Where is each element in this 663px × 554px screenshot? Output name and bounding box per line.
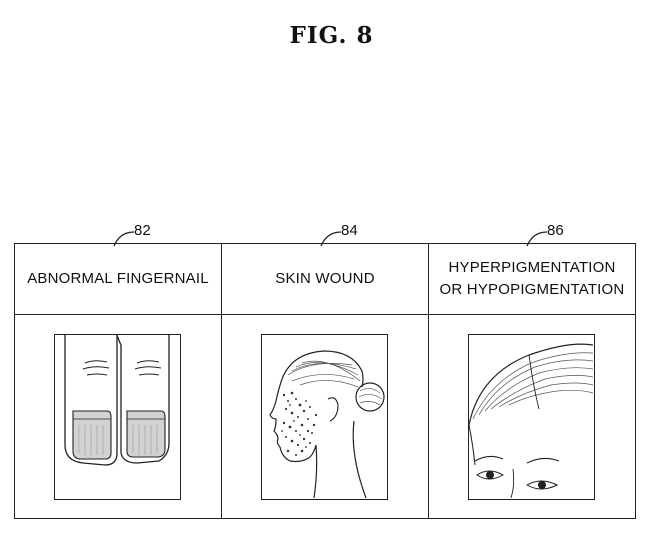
ref-numeral-86: 86 [547, 222, 564, 239]
column-divider-1 [221, 244, 222, 518]
pigmentation-illustration [468, 334, 595, 500]
skin-wound-illustration [261, 334, 388, 500]
fingernail-illustration [54, 334, 181, 500]
column-divider-2 [428, 244, 429, 518]
header-line: ABNORMAL FINGERNAIL [27, 270, 209, 287]
header-skin-wound: SKIN WOUND [222, 244, 428, 314]
two-fingernails-drawing [64, 335, 170, 466]
figure-title: FIG. 8 [289, 22, 374, 49]
header-line: HYPERPIGMENTATION [448, 259, 616, 276]
header-line: OR HYPOPIGMENTATION [439, 281, 625, 298]
header-line: SKIN WOUND [275, 270, 375, 287]
head-profile-with-wound-drawing [269, 350, 385, 498]
header-pigmentation: HYPERPIGMENTATION OR HYPOPIGMENTATION [429, 244, 635, 314]
forehead-and-eyes-drawing [469, 343, 593, 498]
ref-numeral-84: 84 [341, 222, 358, 239]
header-abnormal-fingernail: ABNORMAL FINGERNAIL [15, 244, 221, 314]
condition-table: ABNORMAL FINGERNAIL SKIN WOUND HYPERPIGM… [14, 243, 636, 519]
ref-numeral-82: 82 [134, 222, 151, 239]
header-divider [15, 314, 635, 315]
